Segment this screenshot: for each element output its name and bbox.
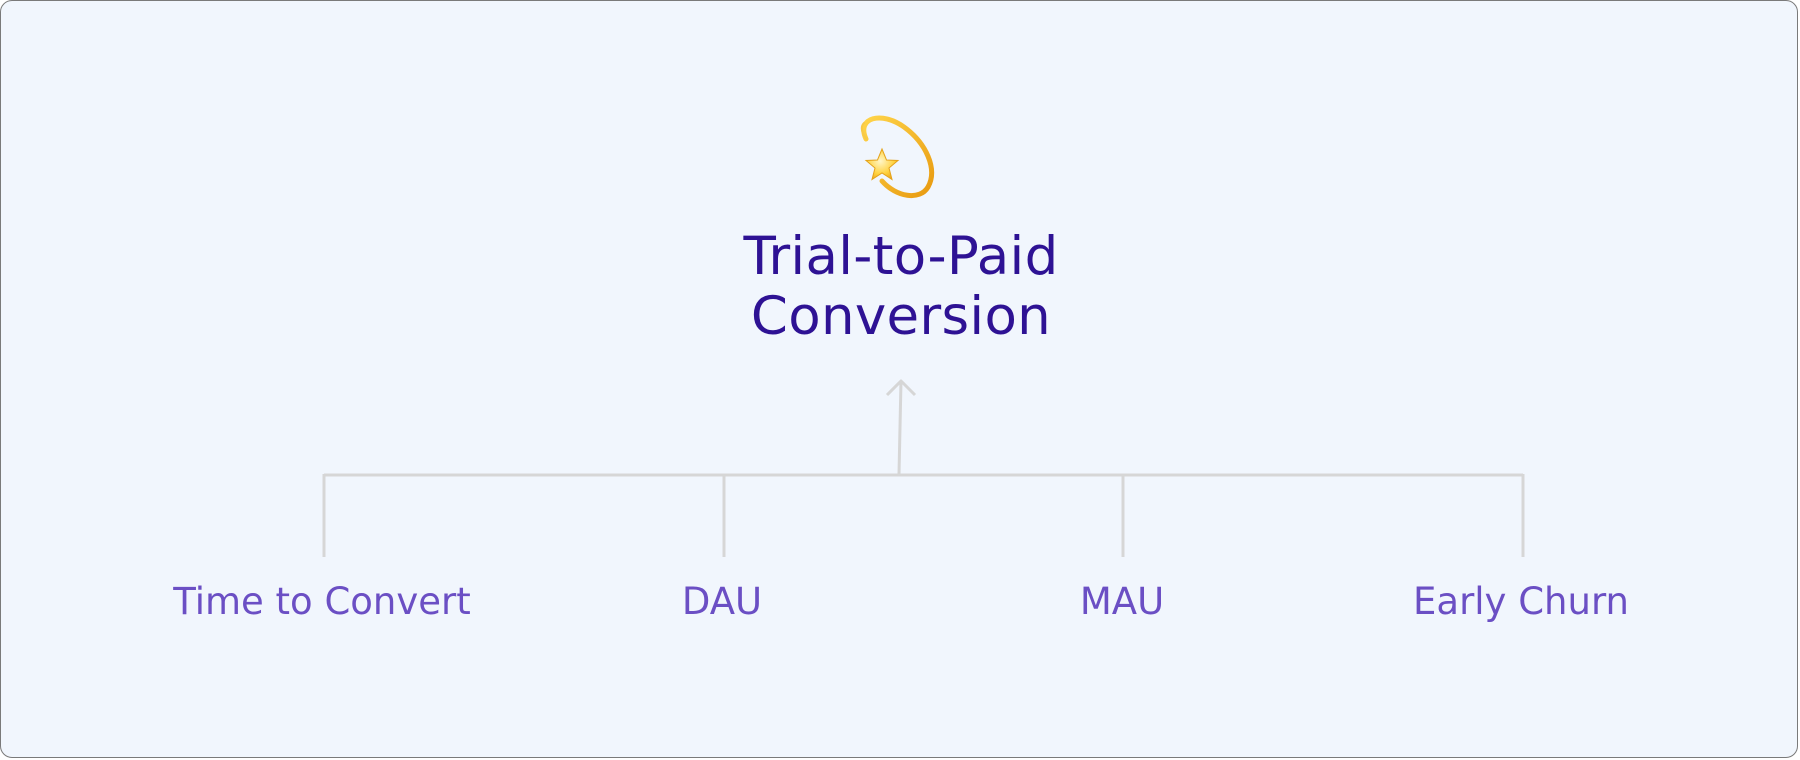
dizzy-star-icon	[860, 115, 935, 198]
child-node-time-to-convert: Time to Convert	[173, 580, 471, 623]
child-node-mau: MAU	[1079, 580, 1165, 623]
child-node-dau: DAU	[681, 580, 763, 623]
child-node-early-churn: Early Churn	[1413, 580, 1629, 623]
root-title-line-1: Trial-to-Paid	[743, 226, 1059, 287]
arrowhead-icon	[885, 379, 917, 397]
root-title-line-2: Conversion	[750, 286, 1052, 347]
root-node-title: Trial-to-Paid Conversion	[601, 227, 1201, 347]
connector-stem	[897, 380, 903, 475]
